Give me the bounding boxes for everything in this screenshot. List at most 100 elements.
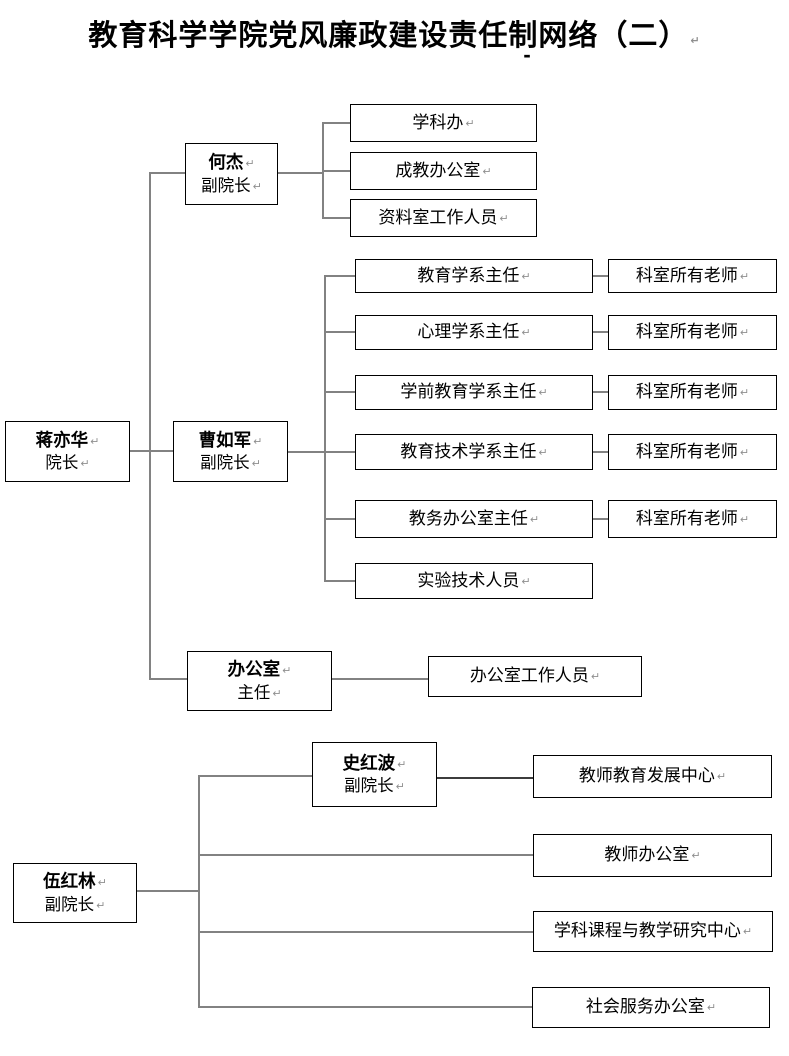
node-lab-technicians: 实验技术人员↵ [355, 563, 593, 599]
node-label: 资料室工作人员 [378, 207, 498, 227]
person-role: 院长 [45, 453, 79, 472]
node-preschool-education-dept-head: 学前教育学系主任↵ [355, 375, 593, 410]
connector-branch-social-service [198, 1006, 532, 1008]
connector-branch-academic-office [324, 518, 355, 520]
return-mark-icon: ↵ [590, 670, 601, 684]
node-label: 教师教育发展中心 [578, 766, 715, 786]
return-mark-icon: ↵ [245, 157, 255, 171]
node-vice-dean-cao-rujun: 曹如军↵ 副院长↵ [173, 421, 288, 482]
connector-branch-adult-edu-office [322, 170, 350, 172]
return-mark-icon: ↵ [521, 326, 531, 340]
node-label: 学科办 [412, 112, 464, 132]
person-name: 办公室 [227, 659, 281, 680]
return-mark-icon: ↵ [251, 457, 261, 470]
return-mark-icon: ↵ [397, 757, 407, 771]
connector-branch-curriculum-center [198, 931, 533, 933]
connector-hejie-subtrunk [278, 172, 324, 174]
return-mark-icon: ↵ [482, 164, 492, 178]
return-mark-icon: ↵ [690, 34, 701, 47]
connector-branch-subject-office [322, 122, 350, 124]
node-education-technology-dept-head: 教育技术学系主任↵ [355, 434, 593, 470]
node-all-teachers-2: 科室所有老师↵ [608, 315, 777, 350]
connector-office-staff [332, 678, 428, 680]
node-label: 科室所有老师 [635, 382, 738, 402]
return-mark-icon: ↵ [253, 434, 263, 448]
page-title-text: 教育科学学院党风廉政建设责任制网络（二） [88, 20, 689, 52]
node-vice-dean-he-jie: 何杰↵ 副院长↵ [185, 143, 278, 205]
connector-branch-lab-staff [324, 580, 355, 582]
node-teacher-office: 教师办公室↵ [533, 834, 772, 877]
person-name: 曹如军 [198, 429, 252, 450]
person-role: 副院长 [201, 175, 251, 195]
node-label: 科室所有老师 [635, 441, 738, 461]
return-mark-icon: ↵ [739, 386, 750, 400]
node-adult-education-office: 成教办公室↵ [350, 152, 537, 190]
node-all-teachers-3: 科室所有老师↵ [608, 375, 777, 410]
return-mark-icon: ↵ [742, 925, 753, 939]
node-all-teachers-5: 科室所有老师↵ [608, 500, 777, 538]
connector-branch-teacher-office [198, 854, 533, 856]
connector-jiang-cao [130, 450, 173, 452]
return-mark-icon: ↵ [739, 445, 750, 459]
node-label: 实验技术人员 [417, 570, 520, 590]
node-dean-jiang-yihua: 蒋亦华↵ 院长↵ [5, 421, 130, 482]
node-label: 教务办公室主任 [408, 508, 528, 528]
connector-teachers-5 [593, 518, 608, 520]
node-label: 办公室工作人员 [469, 666, 589, 686]
node-all-teachers-1: 科室所有老师↵ [608, 259, 777, 293]
connector-branch-reference-room [322, 217, 350, 219]
node-subject-office: 学科办↵ [350, 104, 537, 142]
connector-shi-teacher-edu-center [437, 777, 533, 779]
connector-branch-psychology-dept [324, 331, 355, 333]
node-education-dept-head: 教育学系主任↵ [355, 259, 593, 293]
node-label: 社会服务办公室 [585, 997, 705, 1017]
return-mark-icon: ↵ [739, 269, 750, 283]
node-academic-affairs-office-head: 教务办公室主任↵ [355, 500, 593, 538]
node-label: 科室所有老师 [635, 265, 738, 285]
return-mark-icon: ↵ [739, 512, 750, 526]
return-mark-icon: ↵ [395, 780, 405, 793]
person-name: 何杰 [208, 152, 244, 173]
node-office-director: 办公室↵ 主任↵ [187, 651, 332, 711]
person-role: 副院长 [344, 776, 394, 795]
return-mark-icon: ↵ [706, 1001, 717, 1015]
connector-teachers-4 [593, 451, 608, 453]
node-psychology-dept-head: 心理学系主任↵ [355, 315, 593, 350]
return-mark-icon: ↵ [716, 770, 727, 784]
person-role: 副院长 [200, 453, 250, 472]
connector-branch-preschool-dept [324, 391, 355, 393]
node-label: 学科课程与教学研究中心 [553, 921, 741, 941]
return-mark-icon: ↵ [465, 116, 475, 130]
return-mark-icon: ↵ [521, 269, 531, 283]
node-label: 教育学系主任 [417, 265, 520, 285]
connector-trunk-wu [198, 775, 200, 1008]
return-mark-icon: ↵ [538, 445, 548, 459]
return-mark-icon: ↵ [90, 434, 100, 448]
connector-teachers-2 [593, 331, 608, 333]
return-mark-icon: ↵ [538, 386, 548, 400]
person-name: 蒋亦华 [35, 429, 89, 450]
return-mark-icon: ↵ [529, 512, 540, 526]
node-label: 教育技术学系主任 [400, 441, 537, 461]
node-vice-dean-shi-hongbo: 史红波↵ 副院长↵ [312, 742, 437, 807]
node-label: 科室所有老师 [635, 322, 738, 342]
node-label: 科室所有老师 [635, 508, 738, 528]
return-mark-icon: ↵ [252, 179, 262, 193]
node-social-service-office: 社会服务办公室↵ [532, 987, 770, 1028]
connector-branch-education-dept [324, 275, 355, 277]
node-all-teachers-4: 科室所有老师↵ [608, 434, 777, 470]
return-mark-icon: ↵ [499, 211, 509, 225]
node-label: 成教办公室 [395, 160, 481, 180]
return-mark-icon: ↵ [96, 898, 106, 912]
return-mark-icon: ↵ [272, 686, 282, 700]
person-role: 副院长 [44, 894, 95, 914]
return-mark-icon: ↵ [97, 876, 107, 890]
person-name: 史红波 [342, 752, 396, 773]
return-mark-icon: ↵ [739, 326, 750, 340]
return-mark-icon: ↵ [691, 849, 701, 863]
connector-trunk-shi [198, 775, 312, 777]
page-title: 教育科学学院党风廉政建设责任制网络（二）↵ [0, 12, 789, 54]
connector-trunk-office [149, 678, 187, 680]
node-curriculum-research-center: 学科课程与教学研究中心↵ [533, 911, 773, 952]
